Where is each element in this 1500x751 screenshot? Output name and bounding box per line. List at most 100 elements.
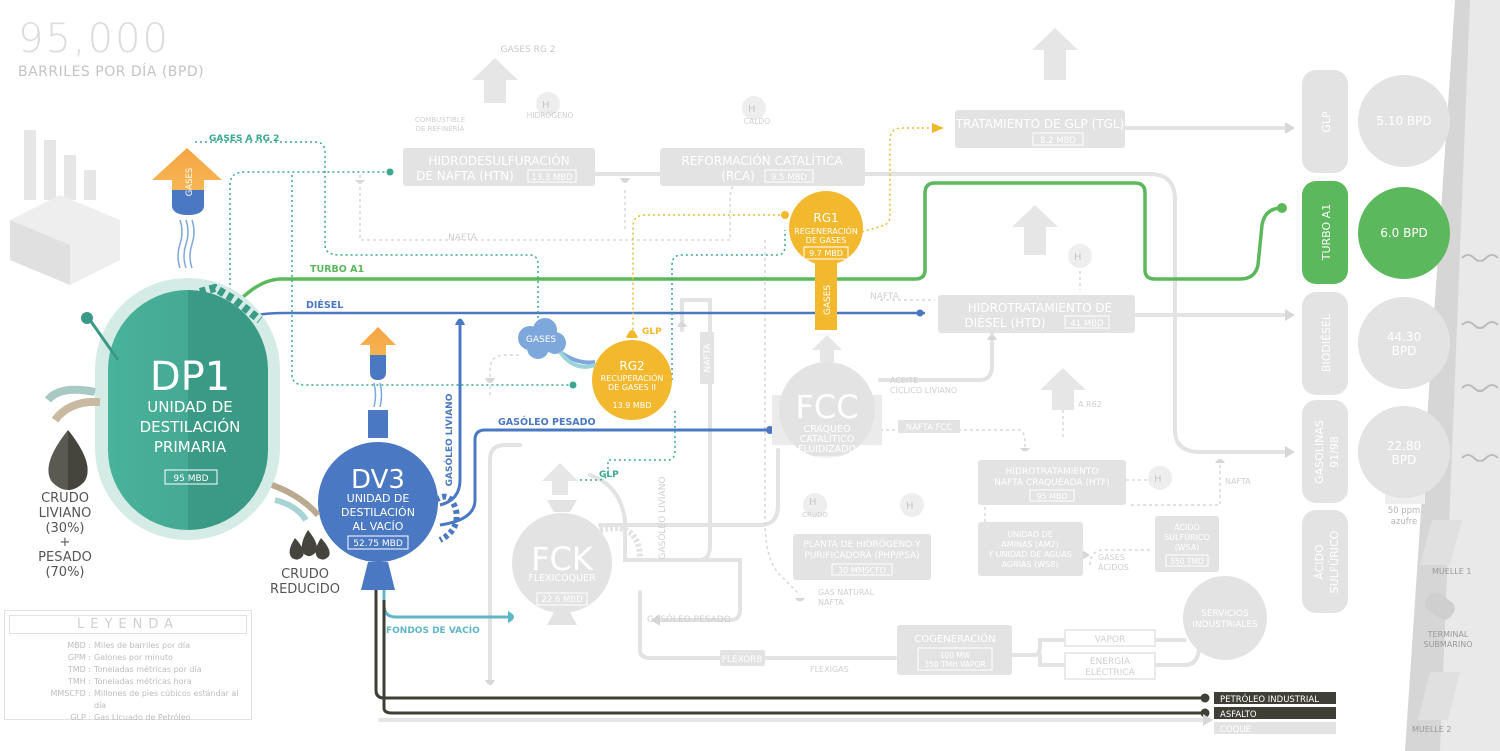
product-biodiesel[interactable]: BIODIÉSEL 44.30 BPD [1302,292,1450,395]
product-glp[interactable]: GLP 5.10 BPD [1302,70,1450,173]
dv3-arrow [360,327,396,408]
asfalto-label: ASFALTO [1220,710,1257,720]
muelle-1[interactable]: MUELLE 1 [1420,520,1471,576]
serv-name-2: INDUSTRIALES [1192,620,1258,630]
am2-box[interactable]: UNIDAD DE AMINAS (AM2) Y UNIDAD DE AGUAS… [978,522,1083,576]
cog-capacity-2: 350 TMH VAPOR [924,660,985,669]
htd-capacity: 41 MBD [1070,319,1104,329]
htd-name-1: HIDROTRATAMIENTO DE [968,301,1113,315]
legend-value: Millones de pies cúbicos estándar al día [94,689,239,710]
crudo-in-label-4: + [60,535,71,550]
fck-capacity: 22.6 MBD [541,595,583,605]
product-biodiesel-value-1: 44.30 [1387,330,1421,344]
flexor-name: FLEXOR8 [722,655,763,665]
rg2-name-2: DE GASES II [608,383,656,392]
h2-label: H [1154,474,1162,485]
tgl-box[interactable]: TRATAMIENTO DE GLP (TGL) 8.2 MBD [955,110,1125,148]
rg2-code: RG2 [619,359,644,373]
fck-unit[interactable]: FCK FLEXICOQUER 22.6 MBD [512,500,643,625]
tgl-inlet-arrow [932,123,944,133]
gasoleo-liviano-label: GASÓLEO LIVIANO [443,393,455,486]
htn-capacity: 13.3 MBD [531,173,573,183]
php-box[interactable]: PLANTA DE HIDRÓGENO Y PURIFICADORA (PHP/… [793,534,931,580]
dp1-name-2: DESTILACIÓN [140,417,241,436]
asfalto-pipe [382,600,1205,715]
factory-icon [10,130,120,285]
dp1-capacity: 95 MBD [173,474,208,484]
diesel-label: DIÉSEL [306,299,343,311]
fcc-capacity: 25 MBD [811,459,842,468]
dv3-name-1: UNIDAD DE [347,492,410,505]
nafta-label-top: NAFTA [448,233,478,243]
rca-name-1: REFORMACIÓN CATALÍTICA [681,153,843,168]
rca-box[interactable]: REFORMACIÓN CATALÍTICA (RCA) 9.5 MBD [660,148,865,186]
crudo-in-label-2: LIVIANO [39,506,92,521]
nafta-label-mid: NAFTA [870,292,900,302]
legend-row: MMSCFD :Millones de pies cúbicos estánda… [5,688,251,712]
gases-acidos-label-1: GASES [1098,553,1125,562]
serv-name-1: SERVICIOS [1201,609,1249,619]
flexor-box[interactable]: FLEXOR8 [720,650,765,666]
product-acido[interactable]: ÁCIDO SULFÚRICO [1302,510,1348,613]
caldo-label: CALDO [744,117,770,126]
product-acido-name-2: SULFÚRICO [1328,530,1341,593]
php-name-2: PURIFICADORA (PHP/PSA) [804,551,919,561]
crudo-reducido-label-1: CRUDO [281,567,329,582]
product-turbo-a1[interactable]: TURBO A1 6.0 BPD [1302,181,1450,284]
dp1-unit[interactable]: DP1 UNIDAD DE DESTILACIÓN PRIMARIA 95 MB… [81,278,280,540]
aceite-label-1: ACEITE [890,376,918,385]
dp1-name-1: UNIDAD DE [147,398,233,416]
am2-name-3: Y UNIDAD DE AGUAS [987,550,1072,559]
am2-name-4: AGRIAS (WS8) [1002,560,1059,569]
rg1-gases-label: GASES [823,285,833,316]
crudo-in-label-1: CRUDO [41,491,89,506]
asfalto-valve [1200,708,1210,718]
product-turbo-value: 6.0 BPD [1380,226,1428,240]
muelle-2-label: MUELLE 2 [1412,725,1451,734]
rg2-inlet-valve [569,381,577,389]
gases-cloud: GASES [518,318,596,369]
rg2-unit[interactable]: RG2 RECUPERACIÓN DE GASES II 13.9 MBD [592,330,672,420]
dv3-code: DV3 [351,465,405,495]
wsa-box[interactable]: ÁCIDO SULFÚRICO (WSA) 550 TMD [1155,516,1219,572]
htf-capacity: 95 MBD [1036,492,1067,501]
gases-cloud-label: GASES [526,335,557,345]
htn-box[interactable]: HIDRODESULFURACIÓN DE NAFTA (HTN) 13.3 M… [403,148,595,186]
product-gasolinas[interactable]: GASOLINAS 91/98 22.80 BPD 50 ppm azufre [1302,400,1450,527]
muelle-1-label: MUELLE 1 [1432,567,1471,576]
product-gasolinas-value-1: 22.80 [1387,439,1421,453]
crudo-reducido-label-2: REDUCIDO [270,582,340,597]
gases-a-rg2-label: GASES A RG 2 [209,134,279,144]
product-gasolinas-name-2: 91/98 [1328,436,1341,468]
htf-box[interactable]: HIDROTRATAMIENTO NAFTA CRAQUEADA (HTF) 9… [978,460,1126,505]
crudo-h2-label: CRUDO [802,511,828,519]
legend-title: LEYENDA [9,615,247,634]
capacity-unit: BARRILES POR DÍA (BPD) [18,64,205,80]
vapor-box: VAPOR [1064,629,1156,647]
terminal-label-2: SUBMARINO [1424,640,1473,649]
gases-rg2-top-label: GASES RG 2 [501,45,556,55]
legend-row: TMH :Toneladas métricas hora [5,676,251,688]
cogeneracion-box[interactable]: COGENERACIÓN 100 MW 350 TMH VAPOR [897,625,1012,675]
fck-name: FLEXICOQUER [528,573,596,584]
energia-label-1: ENERGÍA [1090,655,1131,667]
terminal-submarino[interactable]: TERMINAL SUBMARINO [1422,589,1473,649]
htd-box[interactable]: HIDROTRATAMIENTO DE DIÉSEL (HTD) 41 MBD [938,295,1135,333]
nafta-vertical-label: NAFTA [703,343,713,373]
wsa-name-1: ÁCIDO [1174,521,1200,532]
rg1-unit[interactable]: RG1 REGENERACIÓN DE GASES 9.7 MBD GASES [789,191,863,330]
energia-box: ENERGÍA ELÉCTRICA [1064,652,1156,680]
crudo-reducido-drops [270,482,330,560]
fcc-unit[interactable]: FCC CRAQUEO CATALÍTICO FLUIDIZADO 25 MBD [772,362,882,470]
gas-natural-label-2: NAFTA [818,598,844,607]
muelle-2[interactable]: MUELLE 2 [1412,672,1460,734]
gasoleo-pesado-label: GASÓLEO PESADO [498,416,596,428]
bottom-products: PETRÓLEO INDUSTRIAL ASFALTO COQUE [1214,692,1336,735]
coque-valve [1203,714,1213,726]
rg2-name-1: RECUPERACIÓN [601,372,664,383]
turbo-a1-pipe [238,181,1283,302]
rca-name-2: (RCA) [721,169,755,183]
dv3-unit[interactable]: DV3 UNIDAD DE DESTILACIÓN AL VACÍO 52.75… [318,410,460,590]
servicios-circle[interactable]: SERVICIOS INDUSTRIALES [1183,576,1267,660]
